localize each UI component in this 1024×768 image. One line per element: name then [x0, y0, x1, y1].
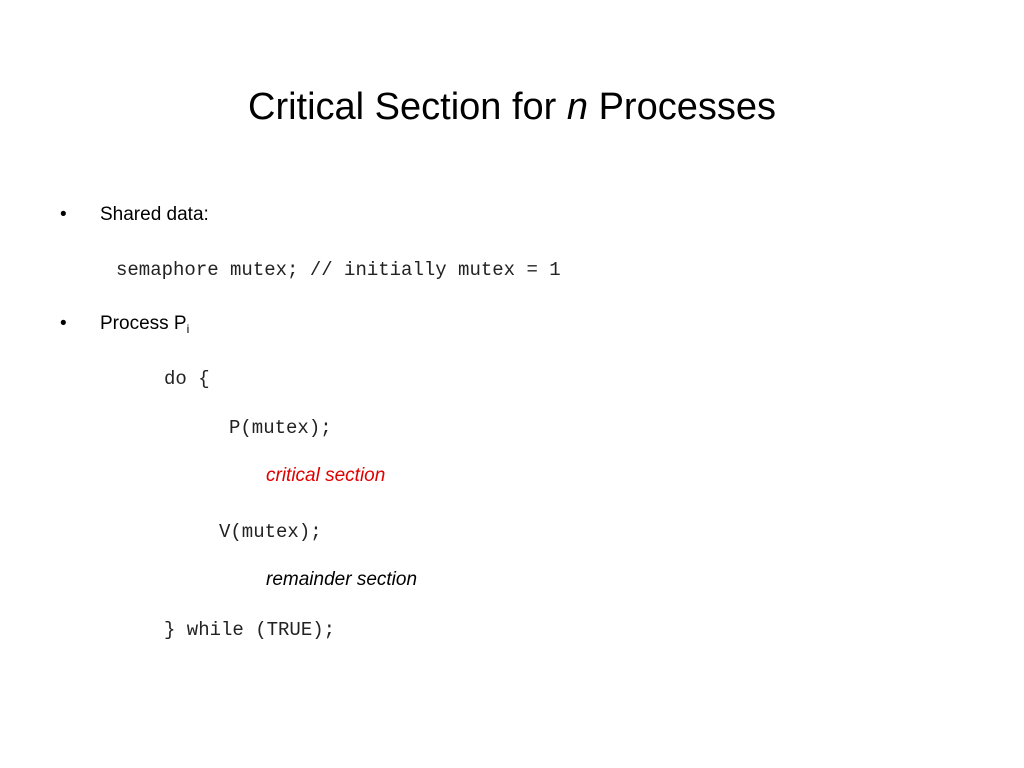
- bullet-text-process: Process Pi: [100, 312, 189, 336]
- process-subscript: i: [186, 322, 190, 336]
- process-label: Process P: [100, 313, 187, 334]
- title-italic-n: n: [566, 86, 589, 128]
- code-p-call: P(mutex);: [229, 417, 332, 439]
- remainder-section-label: remainder section: [266, 569, 418, 590]
- code-do-open: do {: [164, 368, 210, 390]
- code-shared-declaration: semaphore mutex; // initially mutex = 1: [116, 259, 561, 281]
- bullet-symbol: •: [60, 204, 67, 225]
- critical-section-label: critical section: [266, 465, 386, 486]
- title-suffix: Processes: [588, 86, 776, 128]
- bullet-text-shared-data: Shared data:: [100, 204, 209, 225]
- bullet-symbol: •: [60, 313, 67, 334]
- slide-title: Critical Section for n Processes: [0, 82, 1024, 132]
- code-v-call: V(mutex);: [219, 521, 322, 543]
- title-prefix: Critical Section for: [248, 86, 567, 128]
- code-while-close: } while (TRUE);: [164, 619, 336, 641]
